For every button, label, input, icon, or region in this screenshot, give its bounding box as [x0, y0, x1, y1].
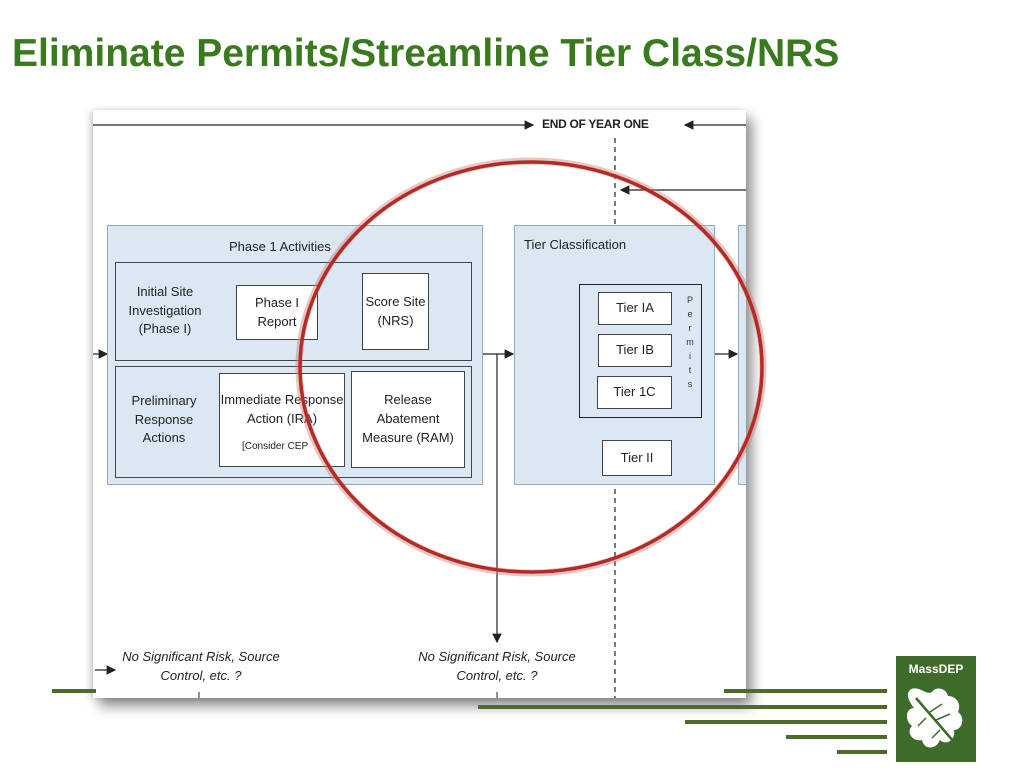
phase1-report-box: Phase I Report [236, 285, 318, 340]
deco-bar-1 [724, 689, 887, 693]
tier-ii-box: Tier II [602, 440, 672, 476]
logo-text: MassDEP [908, 662, 964, 676]
tier-classification-title: Tier Classification [524, 237, 627, 252]
ira-box: Immediate Response Action (IRA) [Conside… [219, 373, 345, 467]
end-of-year-label: END OF YEAR ONE [542, 117, 649, 131]
diagram-panel: END OF YEAR ONE Phase 1 Activities Initi… [93, 110, 746, 698]
no-risk-left-label: No Significant Risk, Source Control, etc… [122, 649, 280, 683]
tier-ib-box: Tier IB [598, 334, 672, 367]
deco-bar-5 [837, 750, 887, 754]
no-risk-center-label: No Significant Risk, Source Control, etc… [418, 649, 576, 683]
score-site-box: Score Site (NRS) [362, 273, 429, 350]
tier-ia-box: Tier IA [598, 292, 672, 325]
massdep-logo: MassDEP [896, 656, 976, 762]
ira-label: Immediate Response Action (IRA) [220, 392, 344, 426]
deco-bar-4 [786, 735, 887, 739]
ram-box: Release Abatement Measure (RAM) [351, 371, 465, 468]
oak-leaf-icon [906, 688, 963, 748]
page-title: Eliminate Permits/Streamline Tier Class/… [12, 32, 840, 75]
tier-1c-box: Tier 1C [597, 376, 672, 409]
next-stage-box-partial [738, 225, 746, 485]
deco-bar-2 [478, 705, 887, 709]
deco-bar-left [52, 689, 96, 693]
permits-vertical-label: P e r m i t s [686, 295, 694, 389]
ira-note: [Consider CEP [242, 441, 309, 452]
phase1-title: Phase 1 Activities [229, 239, 331, 254]
preliminary-response-actions: Preliminary Response Actions [131, 392, 197, 446]
initial-site-investigation: Initial Site Investigation (Phase I) [128, 283, 202, 337]
deco-bar-3 [685, 720, 887, 724]
